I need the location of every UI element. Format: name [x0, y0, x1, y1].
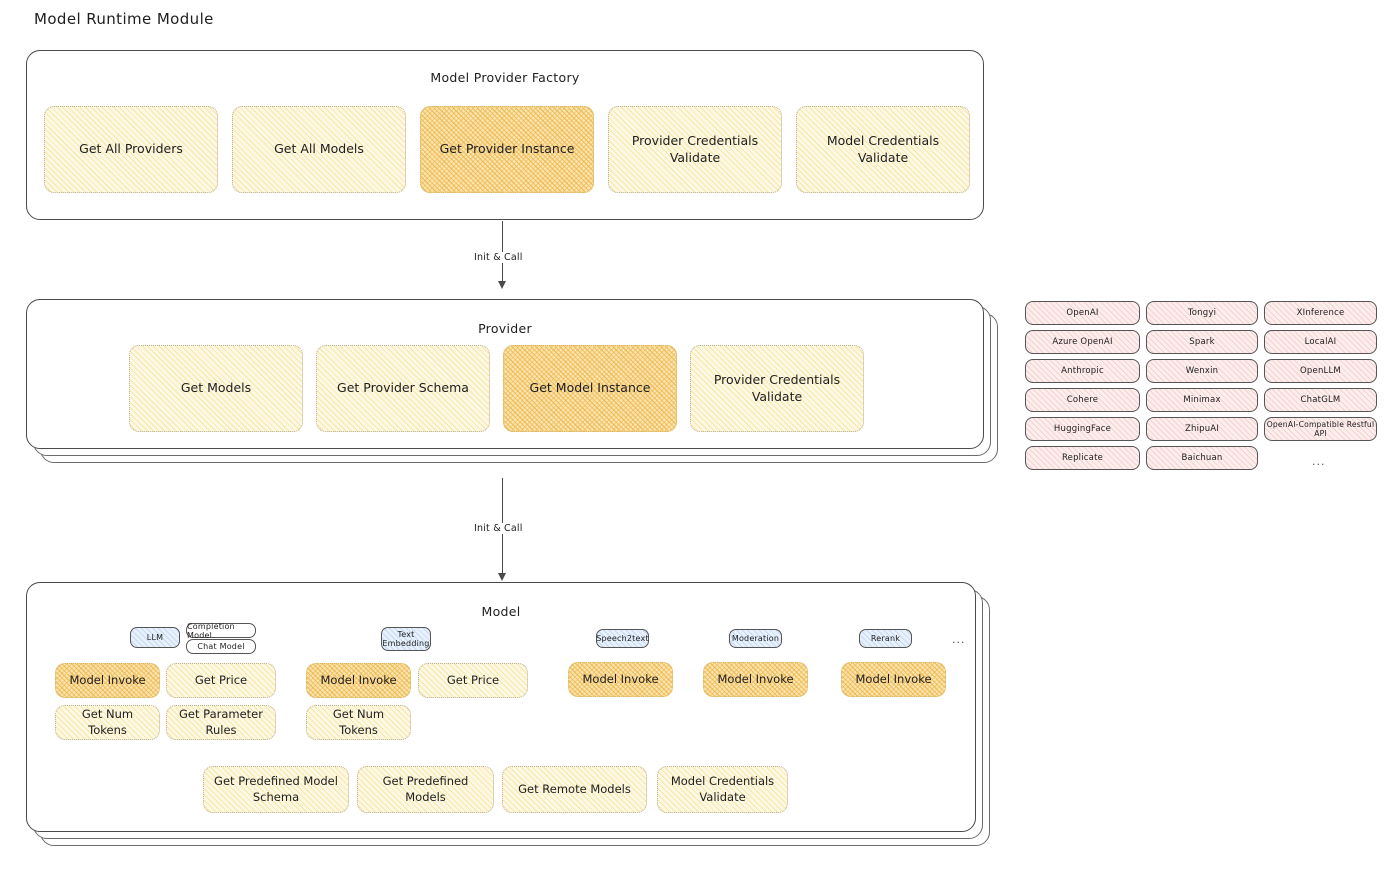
provider-list-item-baichuan[interactable]: Baichuan [1146, 446, 1258, 470]
llm-node-get-parameter-rules[interactable]: Get Parameter Rules [166, 705, 276, 740]
factory-node-get-provider-instance[interactable]: Get Provider Instance [420, 106, 594, 193]
model-node-get-predefined-model-schema[interactable]: Get Predefined Model Schema [203, 766, 349, 813]
text-embedding-node-get-price[interactable]: Get Price [418, 663, 528, 698]
arrow-factory-to-provider-head [498, 281, 506, 289]
model-type-moderation[interactable]: Moderation [729, 629, 782, 648]
model-type-rerank[interactable]: Rerank [859, 629, 912, 648]
model-subtype-chat-model[interactable]: Chat Model [186, 639, 256, 654]
model-node-get-predefined-models[interactable]: Get Predefined Models [357, 766, 494, 813]
model-node-get-remote-models[interactable]: Get Remote Models [502, 766, 647, 813]
model-subtype-completion-model[interactable]: Completion Model [186, 622, 256, 640]
llm-node-get-price[interactable]: Get Price [166, 663, 276, 698]
model-node-model-credentials-validate[interactable]: Model Credentials Validate [657, 766, 788, 813]
provider-node-get-model-instance[interactable]: Get Model Instance [503, 345, 677, 432]
arrow-provider-to-model-label: Init & Call [470, 523, 527, 534]
text-embedding-node-get-num-tokens[interactable]: Get Num Tokens [306, 705, 411, 740]
provider-list-item-huggingface[interactable]: HuggingFace [1025, 417, 1140, 441]
provider-list-more-ellipsis: ... [1312, 455, 1326, 468]
provider-list-item-xinference[interactable]: XInference [1264, 301, 1377, 325]
provider-node-get-models[interactable]: Get Models [129, 345, 303, 432]
model-type-speech2text[interactable]: Speech2text [596, 629, 649, 648]
model-title: Model [481, 604, 521, 619]
model-type-llm[interactable]: LLM [130, 627, 180, 648]
arrow-factory-to-provider-label: Init & Call [470, 252, 527, 263]
provider-title: Provider [478, 321, 532, 336]
text-embedding-node-model-invoke[interactable]: Model Invoke [306, 663, 411, 698]
provider-list-item-anthropic[interactable]: Anthropic [1025, 359, 1140, 383]
model-more-ellipsis: ... [952, 633, 966, 646]
factory-node-model-credentials-validate[interactable]: Model Credentials Validate [796, 106, 970, 193]
provider-list-item-cohere[interactable]: Cohere [1025, 388, 1140, 412]
provider-list-item-openai[interactable]: OpenAI [1025, 301, 1140, 325]
provider-list-item-localai[interactable]: LocalAI [1264, 330, 1377, 354]
rerank-node-model-invoke[interactable]: Model Invoke [841, 662, 946, 697]
provider-node-get-provider-schema[interactable]: Get Provider Schema [316, 345, 490, 432]
provider-list-item-wenxin[interactable]: Wenxin [1146, 359, 1258, 383]
provider-node-provider-credentials-validate[interactable]: Provider Credentials Validate [690, 345, 864, 432]
moderation-node-model-invoke[interactable]: Model Invoke [703, 662, 808, 697]
factory-node-provider-credentials-validate[interactable]: Provider Credentials Validate [608, 106, 782, 193]
llm-node-model-invoke[interactable]: Model Invoke [55, 663, 160, 698]
factory-node-get-all-providers[interactable]: Get All Providers [44, 106, 218, 193]
provider-list-item-azure-openai[interactable]: Azure OpenAI [1025, 330, 1140, 354]
factory-node-get-all-models[interactable]: Get All Models [232, 106, 406, 193]
provider-list-item-spark[interactable]: Spark [1146, 330, 1258, 354]
provider-list-item-replicate[interactable]: Replicate [1025, 446, 1140, 470]
speech2text-node-model-invoke[interactable]: Model Invoke [568, 662, 673, 697]
provider-list-item-minimax[interactable]: Minimax [1146, 388, 1258, 412]
llm-node-get-num-tokens[interactable]: Get Num Tokens [55, 705, 160, 740]
arrow-provider-to-model-head [498, 573, 506, 581]
provider-list-item-chatglm[interactable]: ChatGLM [1264, 388, 1377, 412]
page-title: Model Runtime Module [34, 10, 214, 28]
provider-list-item-openai-compatible-restful-api[interactable]: OpenAI-Compatible Restful API [1264, 417, 1377, 441]
provider-list-item-zhipuai[interactable]: ZhipuAI [1146, 417, 1258, 441]
model-type-text-embedding[interactable]: Text Embedding [381, 627, 431, 651]
provider-list-item-tongyi[interactable]: Tongyi [1146, 301, 1258, 325]
model-provider-factory-title: Model Provider Factory [430, 70, 580, 85]
provider-list-item-openllm[interactable]: OpenLLM [1264, 359, 1377, 383]
